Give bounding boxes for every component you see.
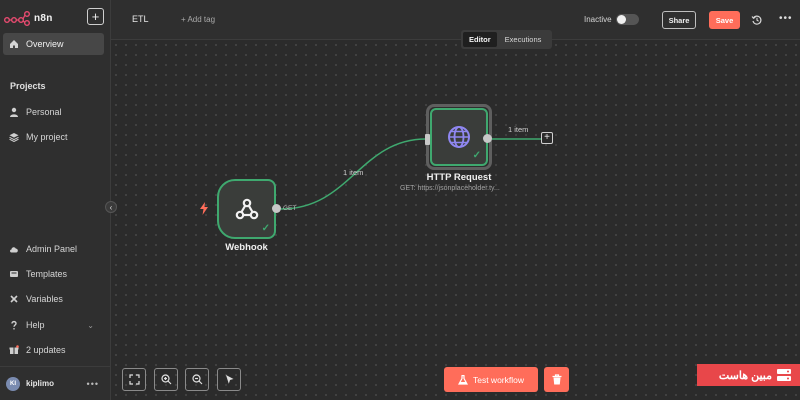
trash-icon — [552, 374, 561, 385]
active-status-label: Inactive — [584, 15, 612, 24]
sidebar-item-admin-panel[interactable]: Admin Panel — [3, 238, 104, 260]
create-new-button[interactable]: + — [87, 8, 104, 25]
brand[interactable]: n8n — [4, 8, 53, 28]
add-node-button[interactable]: + — [541, 132, 553, 144]
fit-view-button[interactable] — [122, 368, 146, 391]
connection-item-count: 1 item — [508, 125, 529, 134]
sidebar-item-variables[interactable]: Variables — [3, 288, 104, 310]
n8n-logo-icon — [4, 11, 30, 26]
connection-item-count: 1 item — [343, 168, 364, 177]
sidebar-item-help[interactable]: Help ⌄ — [3, 314, 104, 336]
brand-name: n8n — [34, 12, 53, 24]
user-menu[interactable]: KI kiplimo ••• — [0, 366, 111, 400]
http-node-subtitle: GET: https://jsonplaceholder.ty... — [400, 185, 500, 192]
webhook-output-handle[interactable] — [272, 204, 281, 213]
sidebar-item-label: Admin Panel — [26, 244, 78, 254]
user-icon — [10, 107, 18, 117]
projects-section-title: Projects — [10, 81, 46, 91]
workflow-canvas[interactable] — [111, 40, 800, 400]
watermark-badge: مبین هاست — [697, 364, 800, 386]
trigger-bolt-icon — [200, 202, 208, 215]
history-icon[interactable] — [751, 14, 763, 26]
sidebar-item-label: 2 updates — [26, 345, 66, 355]
sidebar-item-my-project[interactable]: My project — [3, 126, 104, 148]
globe-icon — [448, 126, 470, 148]
chevron-left-icon: ‹ — [109, 202, 113, 212]
top-bar: ETL + Add tag Inactive Share Save ••• — [111, 0, 800, 40]
node-webhook[interactable]: ✓ — [217, 179, 276, 239]
tab-editor[interactable]: Editor — [463, 32, 497, 47]
zoom-in-icon — [160, 374, 171, 385]
sidebar-item-templates[interactable]: Templates — [3, 263, 104, 285]
server-icon — [777, 369, 791, 381]
flask-icon — [457, 374, 468, 385]
active-toggle[interactable] — [616, 14, 639, 25]
variable-icon — [10, 295, 18, 303]
template-box-icon — [10, 271, 18, 277]
cloud-icon — [10, 247, 18, 253]
zoom-out-button[interactable] — [185, 368, 209, 391]
sidebar-item-label: Overview — [26, 39, 64, 49]
test-workflow-button[interactable]: Test workflow — [444, 367, 538, 392]
more-horizontal-icon[interactable]: ••• — [779, 13, 793, 24]
zoom-out-icon — [191, 374, 202, 385]
plus-icon: + — [91, 9, 100, 24]
sidebar-item-label: Variables — [26, 294, 63, 304]
test-workflow-label: Test workflow — [472, 374, 524, 385]
sidebar-item-label: My project — [26, 132, 68, 142]
workflow-name[interactable]: ETL — [132, 14, 149, 24]
http-input-handle[interactable] — [425, 134, 430, 145]
user-name: kiplimo — [26, 379, 55, 388]
watermark-text: مبین هاست — [718, 369, 772, 382]
pointer-mode-button[interactable] — [217, 368, 241, 391]
gift-icon — [9, 345, 19, 354]
fit-view-icon — [128, 374, 140, 385]
sidebar-item-label: Personal — [26, 107, 62, 117]
cursor-icon — [225, 375, 233, 384]
http-output-handle[interactable] — [483, 134, 492, 143]
sidebar-item-updates[interactable]: 2 updates — [3, 339, 104, 361]
save-button[interactable]: Save — [709, 11, 740, 29]
delete-button[interactable] — [544, 367, 569, 392]
sidebar-item-label: Help — [26, 320, 45, 330]
zoom-in-button[interactable] — [154, 368, 178, 391]
tab-executions[interactable]: Executions — [504, 35, 542, 44]
layers-icon — [9, 133, 19, 142]
collapse-sidebar-button[interactable]: ‹ — [105, 201, 117, 213]
sidebar-item-overview[interactable]: Overview — [3, 33, 104, 55]
sidebar-item-personal[interactable]: Personal — [3, 101, 104, 123]
more-horizontal-icon[interactable]: ••• — [86, 378, 99, 389]
sidebar-item-label: Templates — [26, 269, 68, 279]
success-check-icon: ✓ — [472, 150, 481, 161]
share-button[interactable]: Share — [662, 11, 696, 29]
success-check-icon: ✓ — [261, 223, 270, 234]
plus-icon: + — [544, 132, 550, 143]
node-http-inner — [430, 108, 488, 166]
node-http-request[interactable]: ✓ — [426, 104, 492, 170]
sidebar: n8n + Overview Projects Personal My proj… — [0, 0, 111, 400]
http-node-title: HTTP Request — [426, 172, 492, 183]
home-icon — [10, 40, 18, 48]
question-icon — [11, 320, 17, 330]
add-tag-link[interactable]: + Add tag — [181, 15, 216, 24]
view-switcher: Editor Executions — [461, 30, 552, 49]
webhook-node-title: Webhook — [225, 242, 268, 253]
avatar: KI — [6, 376, 20, 391]
chevron-down-icon: ⌄ — [87, 320, 94, 330]
webhook-port-label: GET — [283, 205, 297, 212]
webhook-icon — [235, 198, 258, 220]
